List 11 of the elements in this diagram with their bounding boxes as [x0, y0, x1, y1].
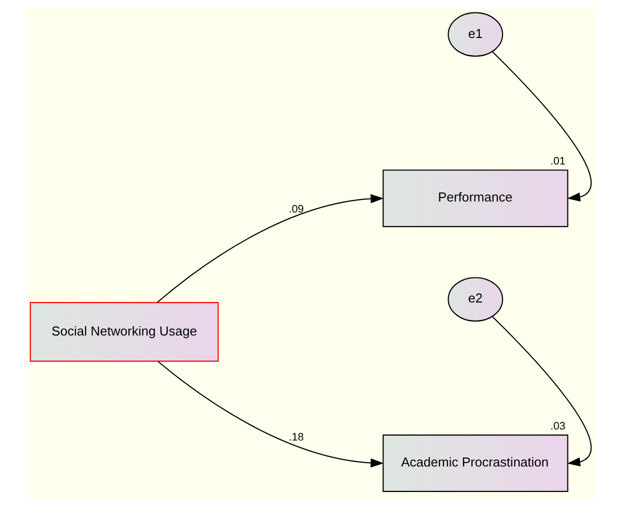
arrow: [492, 51, 592, 202]
edge-label: .18: [288, 431, 304, 444]
node-box: Social Networking Usage: [30, 302, 219, 362]
arrow: [157, 194, 384, 303]
node-ellipse: e1: [448, 12, 504, 57]
arrow: [158, 360, 384, 468]
node-ellipse: e2: [448, 277, 504, 322]
node-label: .01: [550, 156, 566, 168]
node-label: .03: [550, 420, 566, 433]
edge-label: .09: [288, 203, 304, 216]
arrow: [492, 316, 592, 466]
